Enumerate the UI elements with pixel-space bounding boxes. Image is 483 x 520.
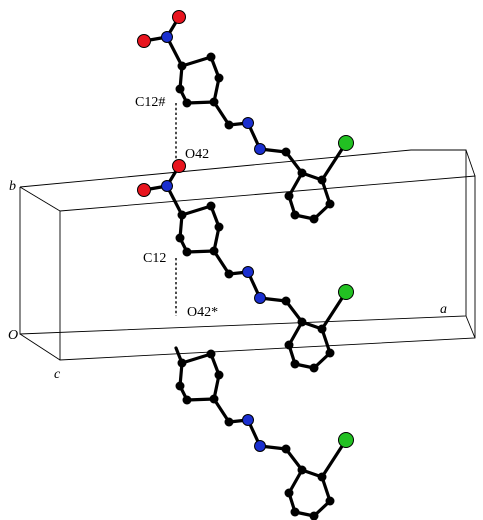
bond xyxy=(180,204,213,217)
carbon-atom xyxy=(209,394,219,404)
carbon-atom xyxy=(224,417,234,427)
nitrogen-atom xyxy=(161,31,173,43)
carbon-atom xyxy=(309,214,319,224)
unit-cell-edge xyxy=(465,149,476,177)
axis-label-origin: O xyxy=(8,328,18,343)
nitrogen-atom xyxy=(254,143,266,155)
carbon-atom xyxy=(284,488,294,498)
carbon-atom xyxy=(224,269,234,279)
carbon-atom xyxy=(214,370,224,380)
chlorine-atom xyxy=(338,284,354,300)
carbon-atom xyxy=(206,201,216,211)
bond xyxy=(180,352,213,365)
carbon-atom xyxy=(309,363,319,373)
carbon-atom xyxy=(182,98,192,108)
chlorine-atom xyxy=(338,432,354,448)
unit-cell-front-face xyxy=(59,175,476,361)
carbon-atom xyxy=(297,465,307,475)
label-o42: O42 xyxy=(185,147,209,162)
nitrogen-atom xyxy=(242,266,254,278)
axis-label-b: b xyxy=(9,179,16,194)
axis-label-a: a xyxy=(440,302,447,317)
carbon-atom xyxy=(317,324,327,334)
oxygen-atom xyxy=(172,159,186,173)
bond xyxy=(212,249,231,276)
axis-label-c: c xyxy=(54,367,61,382)
carbon-atom xyxy=(325,496,335,506)
carbon-atom xyxy=(206,349,216,359)
axis-labels: a b c O xyxy=(8,179,447,382)
carbon-atom xyxy=(284,340,294,350)
carbon-atom xyxy=(325,348,335,358)
carbon-atom xyxy=(206,52,216,62)
carbon-atom xyxy=(309,511,319,520)
oxygen-atom xyxy=(172,10,186,24)
unit-cell-edge xyxy=(19,333,61,361)
oxygen-atom xyxy=(137,183,151,197)
label-c12-hash: C12# xyxy=(135,95,165,110)
chlorine-atom xyxy=(338,135,354,151)
carbon-atom xyxy=(175,233,185,243)
label-o42-star: O42* xyxy=(187,305,218,320)
unit-cell xyxy=(19,149,476,361)
carbon-atom xyxy=(214,73,224,83)
carbon-atom xyxy=(177,210,187,220)
unit-cell-edge xyxy=(19,186,61,212)
bond xyxy=(185,249,216,254)
carbon-atom xyxy=(177,358,187,368)
bond xyxy=(212,397,231,424)
unit-cell-back-face xyxy=(19,149,467,335)
nitrogen-atom xyxy=(254,440,266,452)
carbon-atom xyxy=(182,395,192,405)
carbon-atom xyxy=(290,210,300,220)
carbon-atom xyxy=(224,120,234,130)
nitrogen-atom xyxy=(242,117,254,129)
carbon-atom xyxy=(281,444,291,454)
carbon-atom xyxy=(317,175,327,185)
oxygen-atom xyxy=(137,34,151,48)
label-c12: C12 xyxy=(143,251,166,266)
bond xyxy=(185,100,216,105)
bonds xyxy=(142,15,348,518)
carbon-atom xyxy=(175,84,185,94)
carbon-atom xyxy=(297,317,307,327)
nitrogen-atom xyxy=(161,180,173,192)
carbon-atom xyxy=(297,168,307,178)
carbon-atom xyxy=(281,296,291,306)
carbon-atom xyxy=(214,222,224,232)
carbon-atom xyxy=(317,472,327,482)
bond xyxy=(212,100,231,127)
bond xyxy=(180,55,213,68)
atoms xyxy=(137,10,354,520)
atom-labels: C12# O42 C12 O42* xyxy=(135,95,218,320)
carbon-atom xyxy=(182,247,192,257)
carbon-atom xyxy=(209,246,219,256)
nitrogen-atom xyxy=(254,292,266,304)
carbon-atom xyxy=(290,507,300,517)
carbon-atom xyxy=(177,61,187,71)
unit-cell-edge xyxy=(465,315,476,339)
carbon-atom xyxy=(325,199,335,209)
nitrogen-atom xyxy=(242,414,254,426)
carbon-atom xyxy=(175,381,185,391)
carbon-atom xyxy=(281,147,291,157)
bond xyxy=(185,397,216,402)
carbon-atom xyxy=(284,191,294,201)
carbon-atom xyxy=(290,359,300,369)
carbon-atom xyxy=(209,97,219,107)
